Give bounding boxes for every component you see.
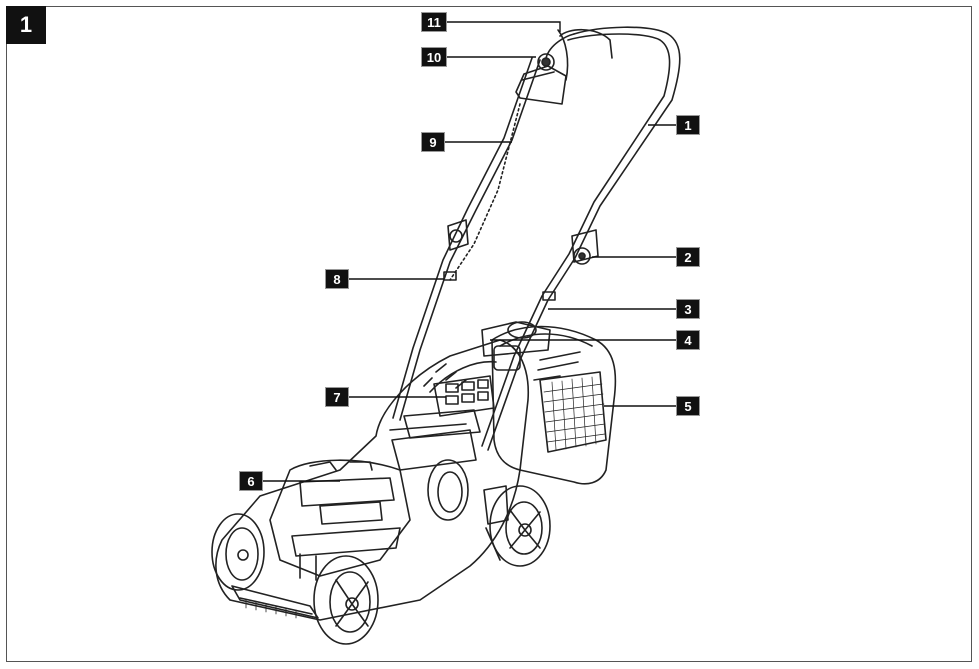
front-bumper xyxy=(231,585,319,619)
leader-lines xyxy=(262,21,677,482)
handle-crossbar xyxy=(545,28,613,59)
callout-1: 1 xyxy=(677,116,699,134)
control-panel xyxy=(433,375,495,417)
wheel-rear-left xyxy=(427,459,469,521)
figure-frame xyxy=(6,6,972,662)
callout-4: 4 xyxy=(677,331,699,349)
battery-compartment xyxy=(269,459,411,581)
height-adjust-lever xyxy=(483,485,509,561)
mower-deck xyxy=(215,339,530,621)
handle-left-tube xyxy=(392,57,541,421)
wheel-front-right xyxy=(313,555,379,645)
handle-knob-left xyxy=(447,219,469,251)
handle-knob-right xyxy=(571,229,599,265)
switch-box xyxy=(515,29,569,105)
callout-5: 5 xyxy=(677,397,699,415)
front-grille xyxy=(245,599,297,619)
callout-6: 6 xyxy=(240,472,262,490)
grass-collection-box xyxy=(491,325,617,485)
wheel-front-left xyxy=(211,513,265,591)
callout-3: 3 xyxy=(677,300,699,318)
wheel-rear-right xyxy=(489,485,551,567)
callout-2: 2 xyxy=(677,248,699,266)
cable xyxy=(449,103,521,281)
callout-7: 7 xyxy=(326,388,348,406)
callout-11: 11 xyxy=(422,13,446,31)
callout-9: 9 xyxy=(422,133,444,151)
cable-clip-left xyxy=(443,271,457,281)
callout-10: 10 xyxy=(422,48,446,66)
cable-clip-right xyxy=(542,291,556,301)
figure-number-badge: 1 xyxy=(6,6,46,44)
callout-8: 8 xyxy=(326,270,348,288)
